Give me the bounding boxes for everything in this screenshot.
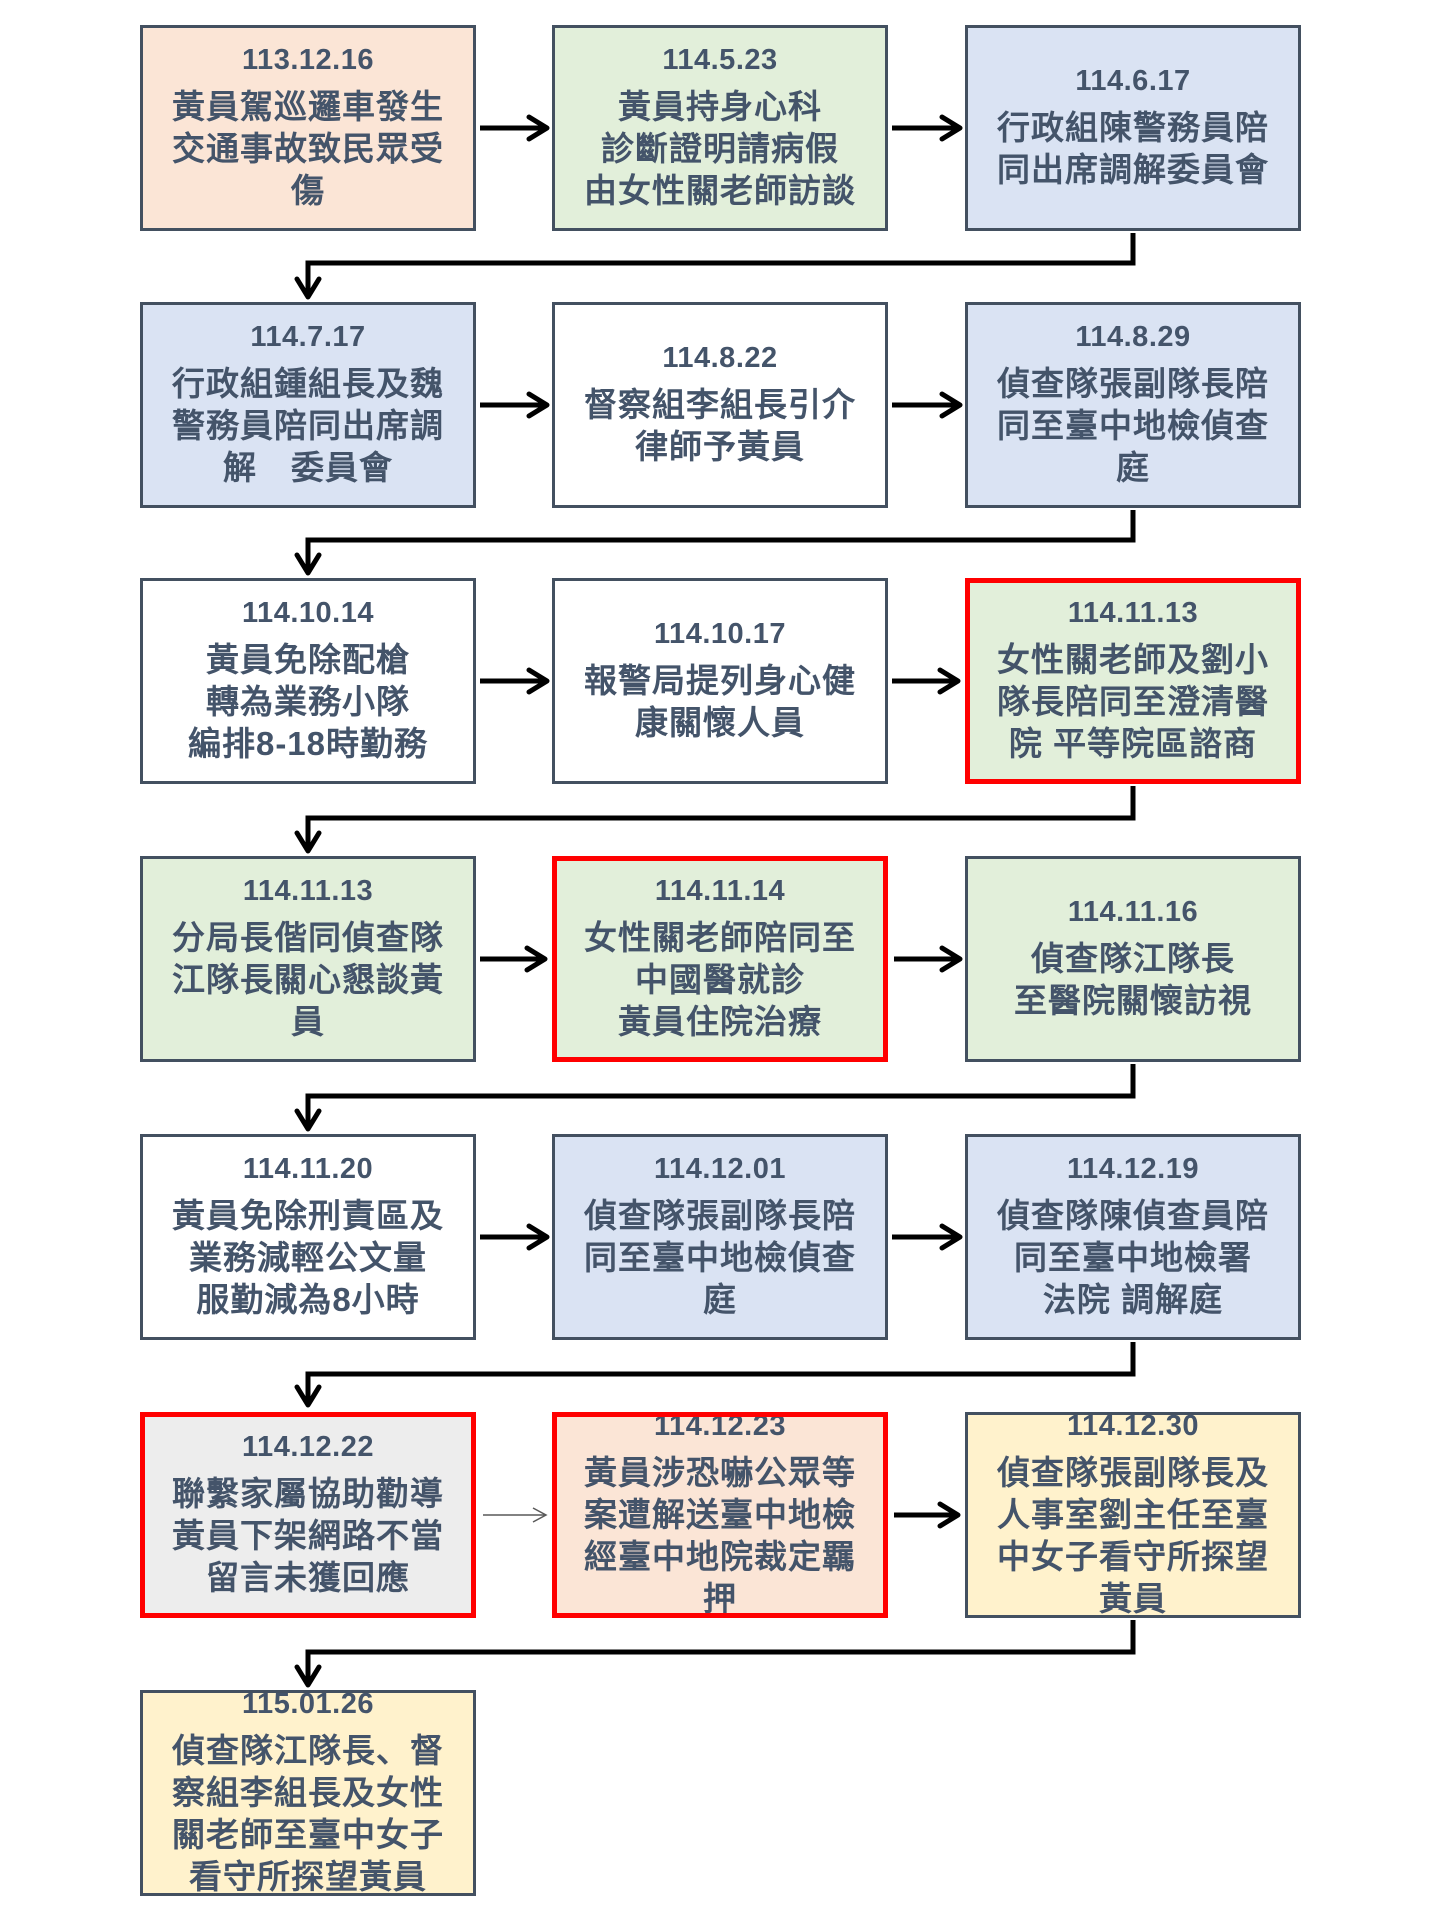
event-date: 113.12.16 bbox=[242, 44, 374, 76]
elbow-connector-r3-r4 bbox=[294, 786, 1136, 854]
event-box-r4c1: 114.11.13 分局長偕同偵查隊 江隊長關心懇談黃 員 bbox=[140, 856, 476, 1062]
event-date: 114.11.14 bbox=[654, 875, 786, 907]
event-box-r1c1: 113.12.16 黃員駕巡邏車發生 交通事故致民眾受 傷 bbox=[140, 25, 476, 231]
event-date: 114.12.19 bbox=[1067, 1153, 1199, 1185]
event-box-r1c3: 114.6.17 行政組陳警務員陪 同出席調解委員會 bbox=[965, 25, 1301, 231]
event-date: 114.11.20 bbox=[242, 1153, 374, 1185]
event-date: 114.11.13 bbox=[242, 875, 374, 907]
event-date: 114.10.14 bbox=[242, 597, 374, 629]
event-date: 114.12.01 bbox=[654, 1153, 786, 1185]
event-date: 114.8.22 bbox=[662, 342, 778, 374]
event-date: 114.12.23 bbox=[654, 1412, 786, 1442]
event-text: 黃員免除配槍 轉為業務小隊 編排8-18時勤務 bbox=[187, 641, 429, 762]
event-box-r5c3: 114.12.19 偵查隊陳偵查員陪 同至臺中地檢署 法院 調解庭 bbox=[965, 1134, 1301, 1340]
event-date: 114.5.23 bbox=[662, 44, 778, 76]
elbow-connector-r6-r7 bbox=[294, 1620, 1136, 1688]
event-text: 偵查隊陳偵查員陪 同至臺中地檢署 法院 調解庭 bbox=[997, 1197, 1269, 1318]
event-date: 114.12.30 bbox=[1067, 1412, 1199, 1442]
event-box-r3c2: 114.10.17 報警局提列身心健 康關懷人員 bbox=[552, 578, 888, 784]
event-box-r6c2-highlighted: 114.12.23 黃員涉恐嚇公眾等 案遭解送臺中地檢 經臺中地院裁定羈 押 bbox=[552, 1412, 888, 1618]
event-text: 偵查隊江隊長 至醫院關懷訪視 bbox=[1014, 940, 1252, 1019]
event-text: 報警局提列身心健 康關懷人員 bbox=[584, 662, 856, 741]
event-box-r2c1: 114.7.17 行政組鍾組長及魏 警務員陪同出席調 解 委員會 bbox=[140, 302, 476, 508]
event-text: 黃員涉恐嚇公眾等 案遭解送臺中地檢 經臺中地院裁定羈 押 bbox=[584, 1454, 856, 1617]
elbow-connector-r4-r5 bbox=[294, 1064, 1136, 1132]
event-text: 女性關老師及劉小 隊長陪同至澄清醫 院 平等院區諮商 bbox=[997, 641, 1269, 762]
event-text: 督察組李組長引介 律師予黃員 bbox=[584, 386, 856, 465]
event-box-r5c2: 114.12.01 偵查隊張副隊長陪 同至臺中地檢偵查 庭 bbox=[552, 1134, 888, 1340]
elbow-connector-r5-r6 bbox=[294, 1342, 1136, 1408]
event-text: 行政組鍾組長及魏 警務員陪同出席調 解 委員會 bbox=[172, 365, 444, 486]
event-text: 偵查隊張副隊長陪 同至臺中地檢偵查 庭 bbox=[997, 365, 1269, 486]
event-text: 女性關老師陪同至 中國醫就診 黃員住院治療 bbox=[584, 919, 856, 1040]
event-date: 114.12.22 bbox=[242, 1431, 374, 1463]
event-date: 114.7.17 bbox=[250, 321, 366, 353]
event-text: 黃員持身心科 診斷證明請病假 由女性關老師訪談 bbox=[584, 88, 856, 209]
event-date: 114.8.29 bbox=[1075, 321, 1191, 353]
event-box-r2c2: 114.8.22 督察組李組長引介 律師予黃員 bbox=[552, 302, 888, 508]
event-box-r3c3-highlighted: 114.11.13 女性關老師及劉小 隊長陪同至澄清醫 院 平等院區諮商 bbox=[965, 578, 1301, 784]
event-text: 偵查隊張副隊長及 人事室劉主任至臺 中女子看守所探望 黃員 bbox=[997, 1454, 1269, 1617]
event-box-r6c1-highlighted: 114.12.22 聯繫家屬協助勸導 黃員下架網路不當 留言未獲回應 bbox=[140, 1412, 476, 1618]
event-text: 黃員免除刑責區及 業務減輕公文量 服勤減為8小時 bbox=[172, 1197, 444, 1318]
event-text: 黃員駕巡邏車發生 交通事故致民眾受 傷 bbox=[172, 88, 444, 209]
event-text: 偵查隊張副隊長陪 同至臺中地檢偵查 庭 bbox=[584, 1197, 856, 1318]
elbow-connector-r1-r2 bbox=[294, 233, 1136, 300]
event-text: 偵查隊江隊長、督 察組李組長及女性 關老師至臺中女子 看守所探望黃員 bbox=[172, 1732, 444, 1895]
event-box-r7c1: 115.01.26 偵查隊江隊長、督 察組李組長及女性 關老師至臺中女子 看守所… bbox=[140, 1690, 476, 1896]
event-box-r6c3: 114.12.30 偵查隊張副隊長及 人事室劉主任至臺 中女子看守所探望 黃員 bbox=[965, 1412, 1301, 1618]
event-date: 115.01.26 bbox=[242, 1690, 374, 1720]
event-box-r4c3: 114.11.16 偵查隊江隊長 至醫院關懷訪視 bbox=[965, 856, 1301, 1062]
event-box-r5c1: 114.11.20 黃員免除刑責區及 業務減輕公文量 服勤減為8小時 bbox=[140, 1134, 476, 1340]
event-date: 114.10.17 bbox=[654, 618, 786, 650]
event-box-r2c3: 114.8.29 偵查隊張副隊長陪 同至臺中地檢偵查 庭 bbox=[965, 302, 1301, 508]
event-text: 分局長偕同偵查隊 江隊長關心懇談黃 員 bbox=[172, 919, 444, 1040]
elbow-connector-r2-r3 bbox=[294, 510, 1136, 576]
event-date: 114.11.16 bbox=[1067, 896, 1199, 928]
event-date: 114.11.13 bbox=[1067, 597, 1199, 629]
event-box-r1c2: 114.5.23 黃員持身心科 診斷證明請病假 由女性關老師訪談 bbox=[552, 25, 888, 231]
event-box-r4c2-highlighted: 114.11.14 女性關老師陪同至 中國醫就診 黃員住院治療 bbox=[552, 856, 888, 1062]
event-text: 行政組陳警務員陪 同出席調解委員會 bbox=[997, 109, 1269, 188]
event-box-r3c1: 114.10.14 黃員免除配槍 轉為業務小隊 編排8-18時勤務 bbox=[140, 578, 476, 784]
event-text: 聯繫家屬協助勸導 黃員下架網路不當 留言未獲回應 bbox=[172, 1475, 444, 1596]
event-date: 114.6.17 bbox=[1075, 65, 1191, 97]
